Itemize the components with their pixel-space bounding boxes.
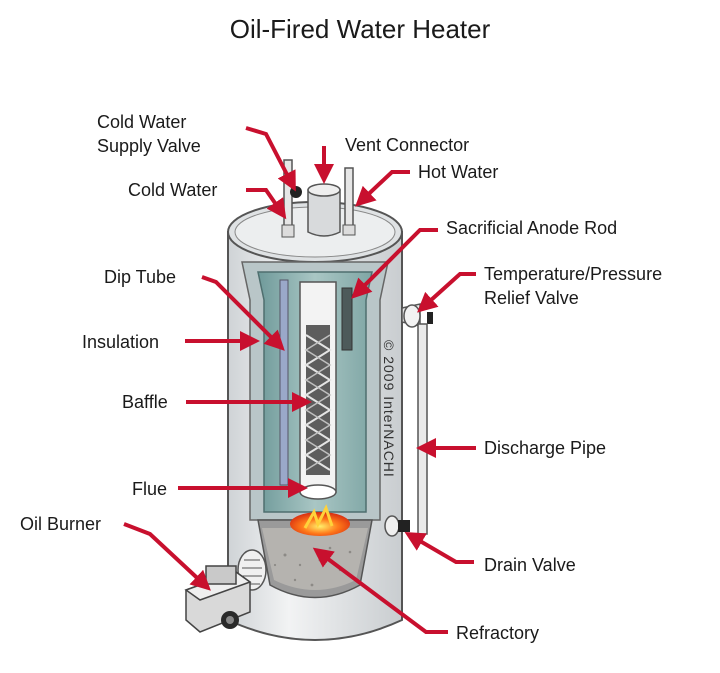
flue-assembly [299,281,337,500]
label-cold-water: Cold Water [128,180,218,200]
hot-water-pipe [344,167,354,231]
arrow-oil-burner [123,522,211,591]
arrow-dip-tube [201,275,285,351]
label-hot-water: Hot Water [418,162,499,182]
arrow-cold-water-supply-valve [245,126,296,192]
arrow-hot-water [355,170,410,207]
relief-valve-assembly [384,303,433,537]
diagram-title: Oil-Fired Water Heater [229,14,491,44]
arrow-relief-valve [417,272,476,313]
arrow-cold-water [246,188,287,220]
copyright-text: © 2009 InterNACHI [381,340,397,478]
label-line: Temperature/Pressure [484,264,663,284]
label-refractory: Refractory [456,623,540,643]
drain-valve [384,515,400,537]
callout-arrows [123,126,476,634]
label-line: Supply Valve [97,136,201,156]
flame-icon [290,512,350,536]
combustion-chamber [257,504,373,599]
label-oil-burner: Oil Burner [20,514,102,534]
discharge-pipe [417,323,428,535]
vent-connector [307,189,341,237]
top-fittings [281,159,356,238]
label-flue: Flue [132,479,168,499]
arrow-refractory [312,547,448,634]
label-line: Relief Valve [484,288,579,308]
label-insulation: Insulation [82,332,160,352]
label-temp-pressure-relief-valve: Temperature/Pressure Relief Valve [484,262,662,310]
dip-tube [279,279,289,486]
label-discharge-pipe: Discharge Pipe [484,438,607,458]
label-dip-tube: Dip Tube [104,267,177,287]
arrow-drain-valve [404,531,474,564]
arrow-anode-rod [351,228,438,299]
anode-rod [341,287,353,351]
label-sacrificial-anode-rod: Sacrificial Anode Rod [446,218,618,238]
label-line: Cold Water [97,112,187,132]
label-baffle: Baffle [122,392,168,412]
label-drain-valve: Drain Valve [484,555,576,575]
label-vent-connector: Vent Connector [345,135,470,155]
label-cold-water-supply-valve: Cold Water Supply Valve [97,110,201,158]
